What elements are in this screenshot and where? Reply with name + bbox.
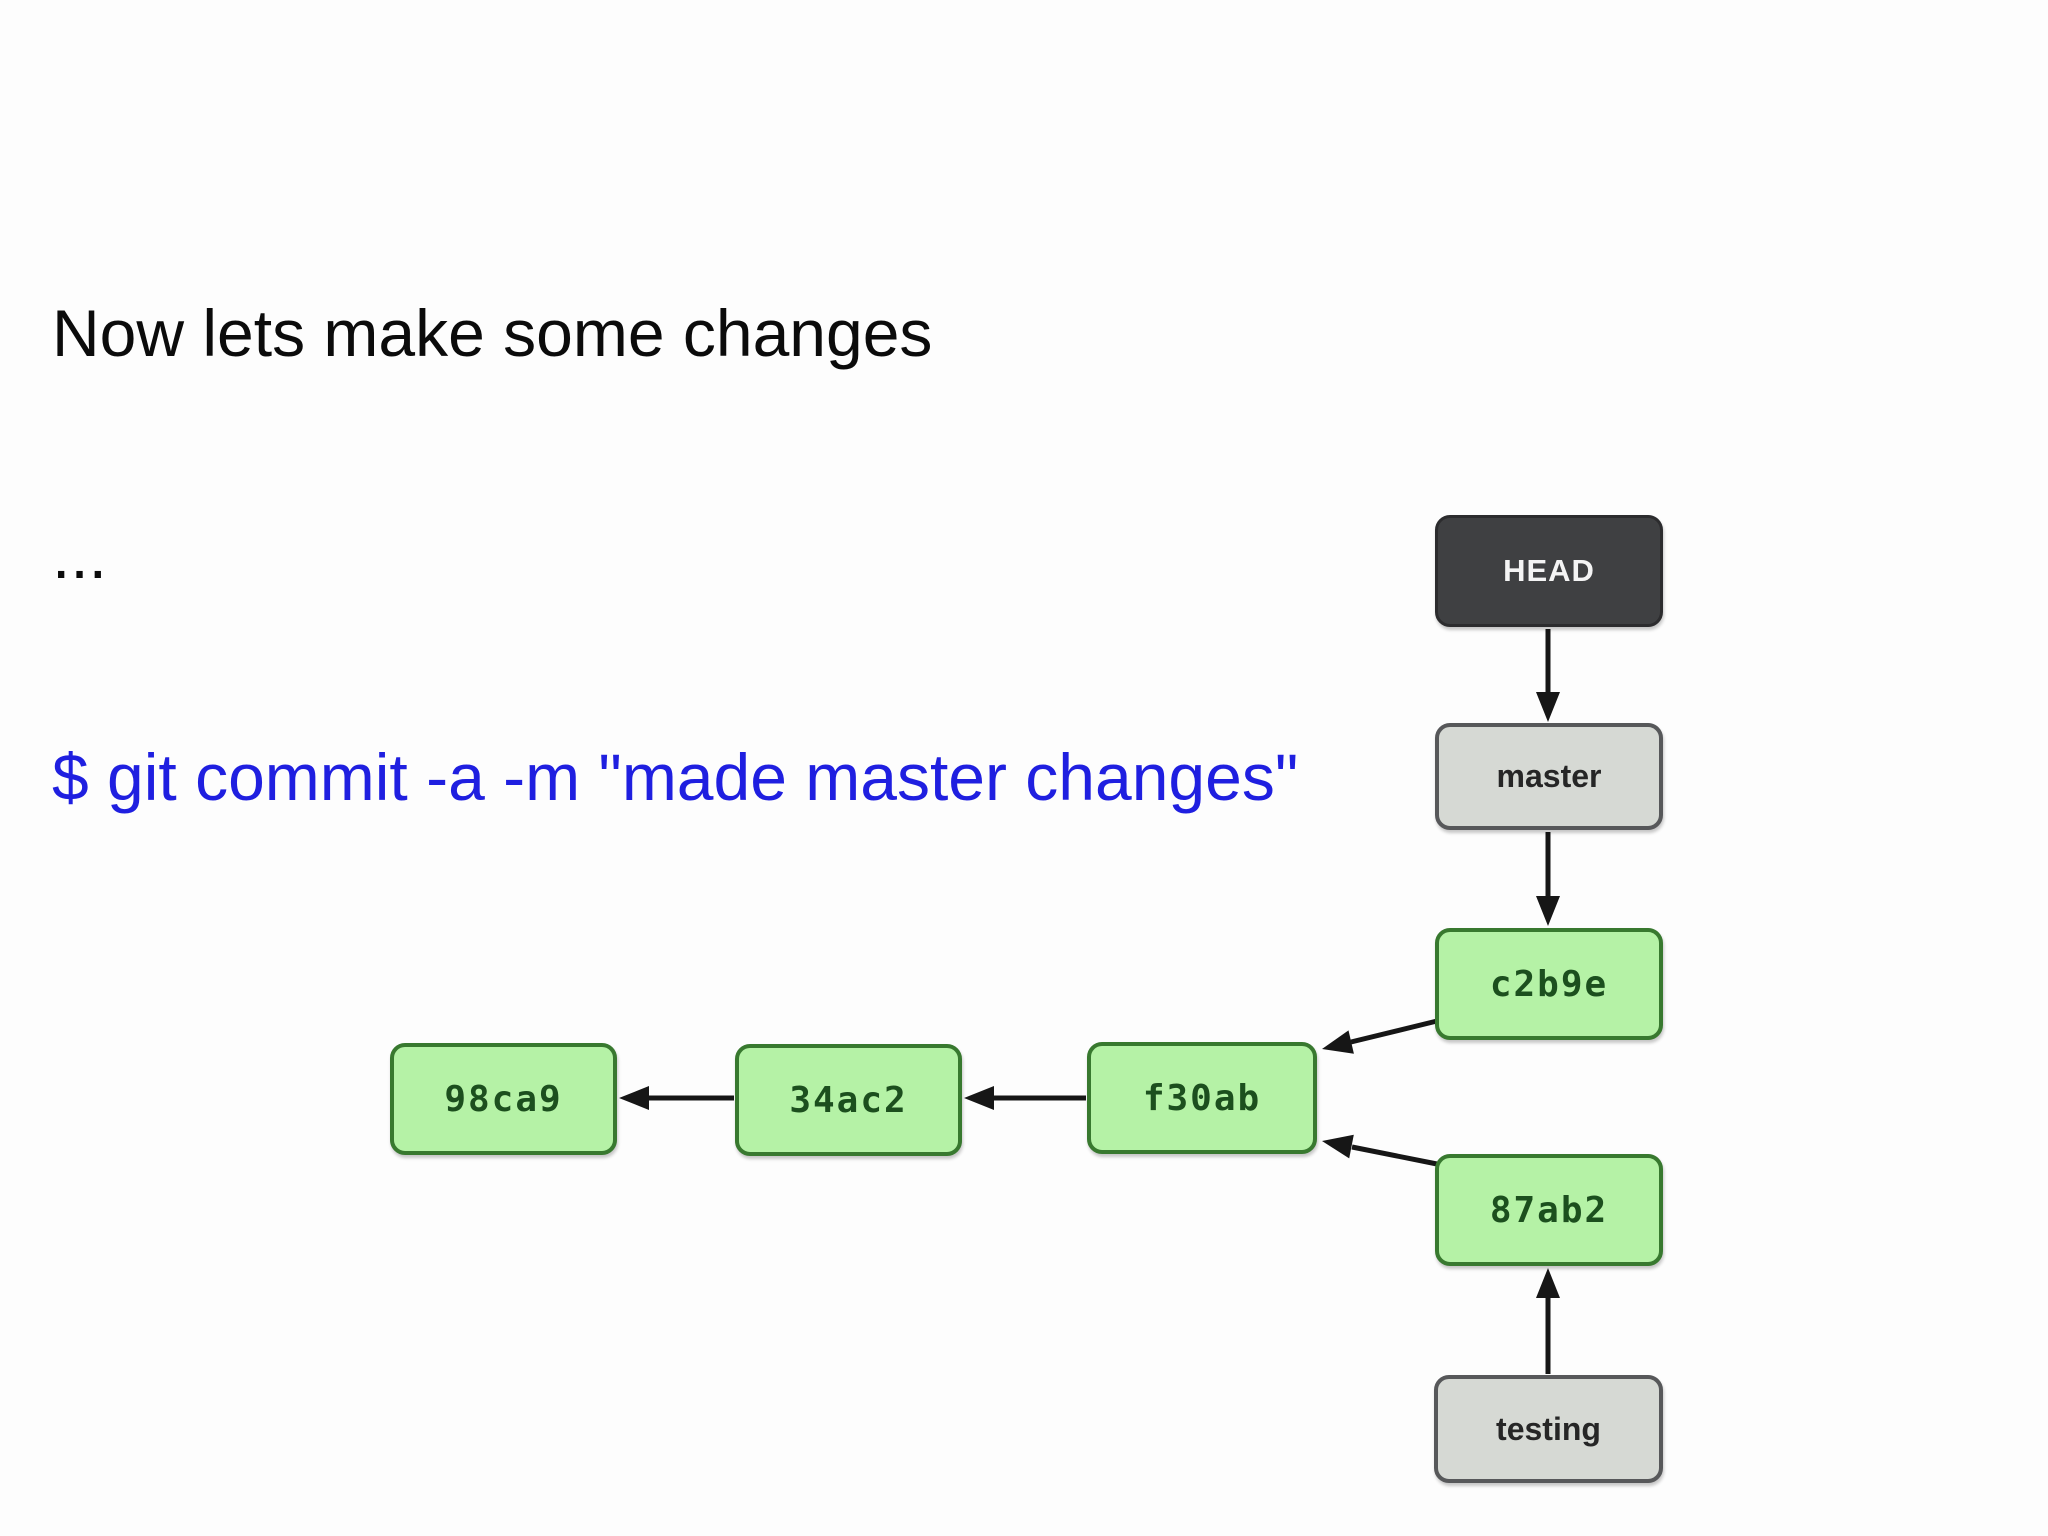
commit-label-87ab2: 87ab2 [1489,1189,1609,1231]
branch-master-node: master [1435,723,1663,830]
commit-node-c2b9e: c2b9e [1435,928,1663,1040]
commit-node-f30ab: f30ab [1087,1042,1317,1154]
branch-testing-label: testing [1496,1410,1601,1447]
commit-node-87ab2: 87ab2 [1435,1154,1663,1266]
arrow-87ab2-to-f30ab [1322,1134,1438,1167]
commit-node-98ca9: 98ca9 [390,1043,617,1155]
commit-label-f30ab: f30ab [1142,1077,1262,1119]
commit-label-34ac2: 34ac2 [789,1079,908,1121]
branch-testing-node: testing [1434,1375,1663,1483]
slide-title: Now lets make some changes [52,296,933,370]
caption-block: Now lets make some changes ... $ git com… [52,148,1298,962]
git-command-text: $ git commit -a -m "made master changes" [52,740,1299,814]
head-node-label: HEAD [1503,553,1595,588]
arrow-34ac2-to-98ca9 [619,1086,734,1110]
arrow-c2b9e-to-f30ab [1322,1018,1438,1054]
commit-label-98ca9: 98ca9 [444,1078,563,1120]
branch-master-label: master [1496,758,1602,794]
ellipsis-line: ... [52,518,108,592]
commit-label-c2b9e: c2b9e [1489,963,1609,1005]
arrow-f30ab-to-34ac2 [964,1086,1086,1110]
arrow-head-to-master [1536,629,1560,722]
head-node: HEAD [1435,515,1663,627]
arrow-testing-to-87ab2 [1536,1268,1560,1374]
arrow-master-to-c2b9e [1536,832,1560,926]
commit-node-34ac2: 34ac2 [735,1044,962,1156]
